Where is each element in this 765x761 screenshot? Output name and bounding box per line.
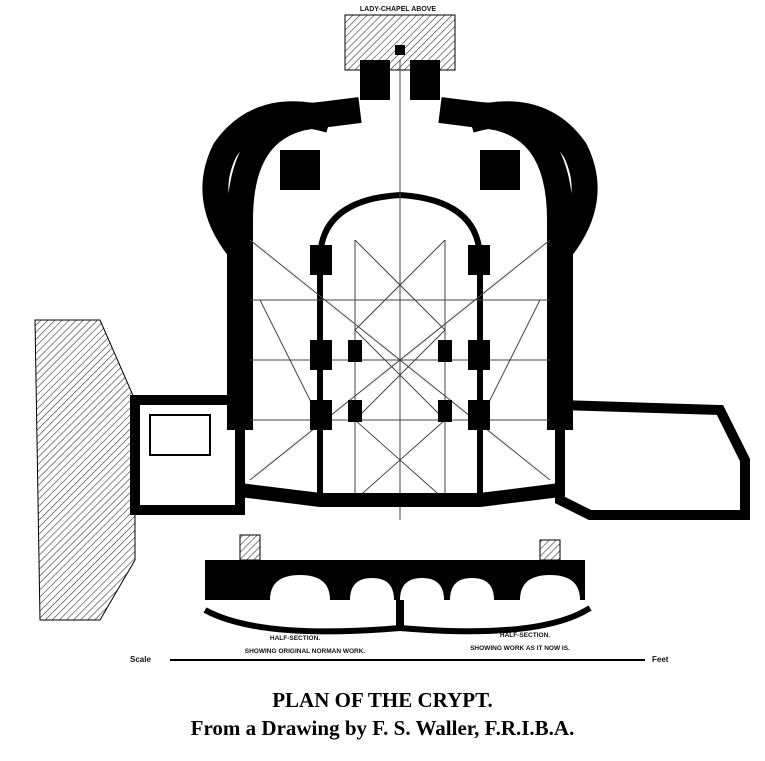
caption-title: PLAN OF THE CRYPT.: [272, 688, 493, 712]
piers: [280, 45, 520, 430]
right-chamber: [555, 399, 750, 520]
left-half-section-note: SHOWING ORIGINAL NORMAN WORK.: [245, 648, 366, 655]
right-half-section-note: SHOWING WORK AS IT NOW IS.: [470, 645, 570, 652]
outer-wall: [202, 97, 598, 430]
lady-chapel-label: LADY-CHAPEL ABOVE: [360, 6, 437, 13]
vaulting-lines: [249, 60, 551, 520]
stair-block: [149, 414, 211, 456]
left-chamber: [130, 395, 245, 515]
svg-text:Scale: Scale: [130, 655, 151, 664]
right-half-section-label: HALF-SECTION.: [500, 632, 550, 639]
caption-subtitle: From a Drawing by F. S. Waller, F.R.I.B.…: [190, 716, 575, 740]
left-annex: [34, 319, 136, 621]
crypt-plan-drawing: LADY-CHAPEL ABOVE: [34, 6, 750, 664]
scale-bar: Scale Feet: [130, 655, 669, 664]
cross-section: [203, 534, 592, 635]
base-wall: [239, 483, 561, 507]
left-half-section-label: HALF-SECTION.: [270, 635, 320, 642]
svg-text:Feet: Feet: [652, 655, 669, 664]
